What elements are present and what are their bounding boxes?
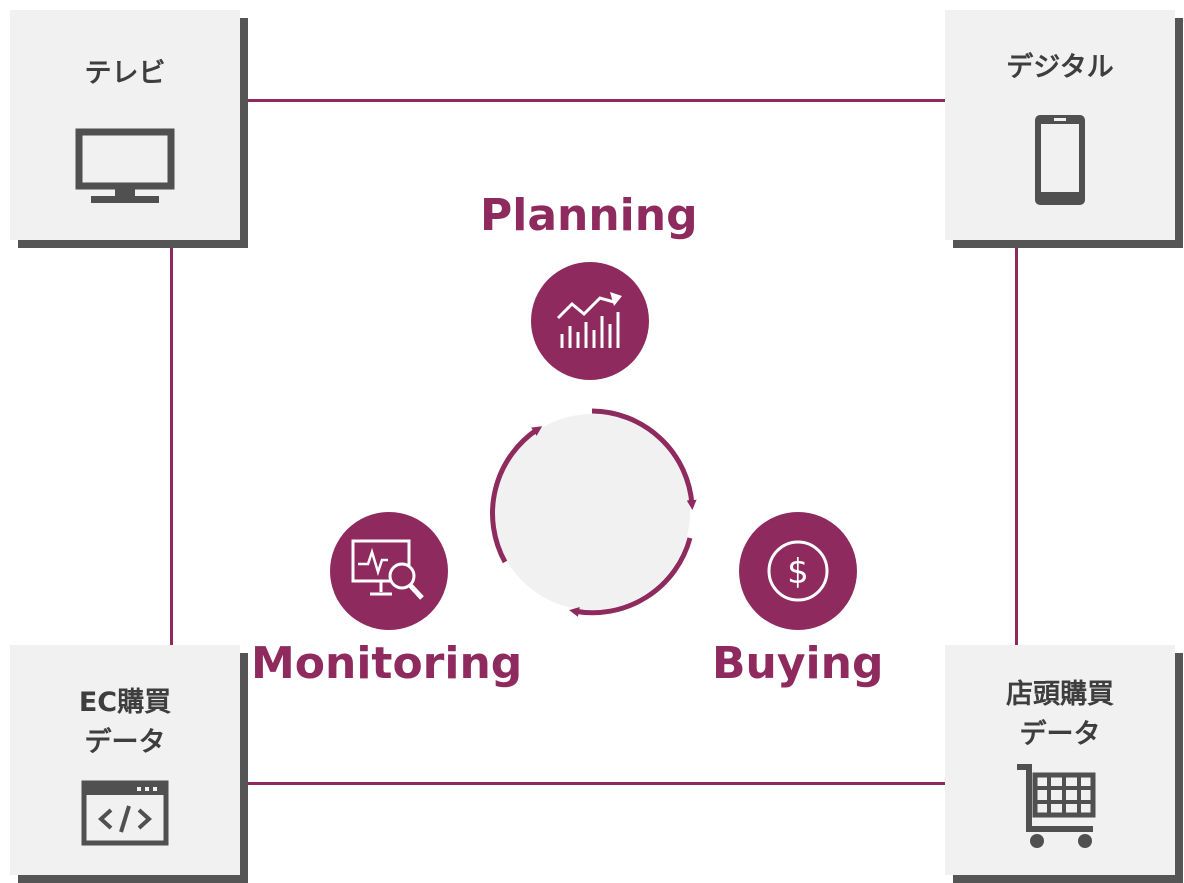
source-label-ec-line2: データ	[84, 727, 166, 758]
source-box-store: 店頭購買 データ	[945, 645, 1175, 875]
cycle-arrow-monitoring-to-planning	[490, 426, 543, 564]
cycle-diagram	[490, 408, 697, 617]
cycle-arrow-buying-to-monitoring	[569, 537, 693, 617]
source-box-tv: テレビ	[10, 10, 240, 240]
stage-circle-planning	[531, 262, 649, 380]
source-label-ec-line1: EC購買	[78, 687, 172, 718]
shopping-cart-icon	[1017, 764, 1096, 848]
connector-bottom	[240, 782, 950, 785]
growth-chart-icon	[556, 292, 622, 348]
monitor-magnifier-icon	[351, 539, 424, 600]
source-label-store: 店頭購買 データ	[1006, 675, 1114, 755]
svg-text:$: $	[787, 552, 809, 592]
source-box-digital: デジタル	[945, 10, 1175, 240]
dollar-coin-icon: $	[767, 540, 829, 602]
source-label-store-line2: データ	[1019, 719, 1101, 750]
connector-right	[1015, 240, 1018, 650]
stage-label-planning: Planning	[480, 190, 698, 241]
stage-label-monitoring: Monitoring	[251, 638, 523, 689]
source-label-store-line1: 店頭購買	[1006, 679, 1114, 710]
tv-icon	[75, 128, 175, 203]
connector-left	[170, 240, 173, 650]
source-label-digital: デジタル	[1006, 52, 1114, 83]
cycle-center-disc	[494, 414, 690, 610]
source-label-ec: EC購買 データ	[79, 683, 171, 763]
cycle-arrow-planning-to-buying	[591, 408, 697, 510]
source-box-ec: EC購買 データ	[10, 645, 240, 875]
stage-circle-buying: $	[739, 512, 857, 630]
code-window-icon	[81, 780, 169, 846]
stage-circle-monitoring	[330, 512, 448, 630]
smartphone-icon	[1035, 115, 1085, 205]
connector-top	[240, 99, 950, 102]
source-label-tv: テレビ	[84, 58, 166, 89]
stage-label-buying: Buying	[712, 638, 884, 689]
